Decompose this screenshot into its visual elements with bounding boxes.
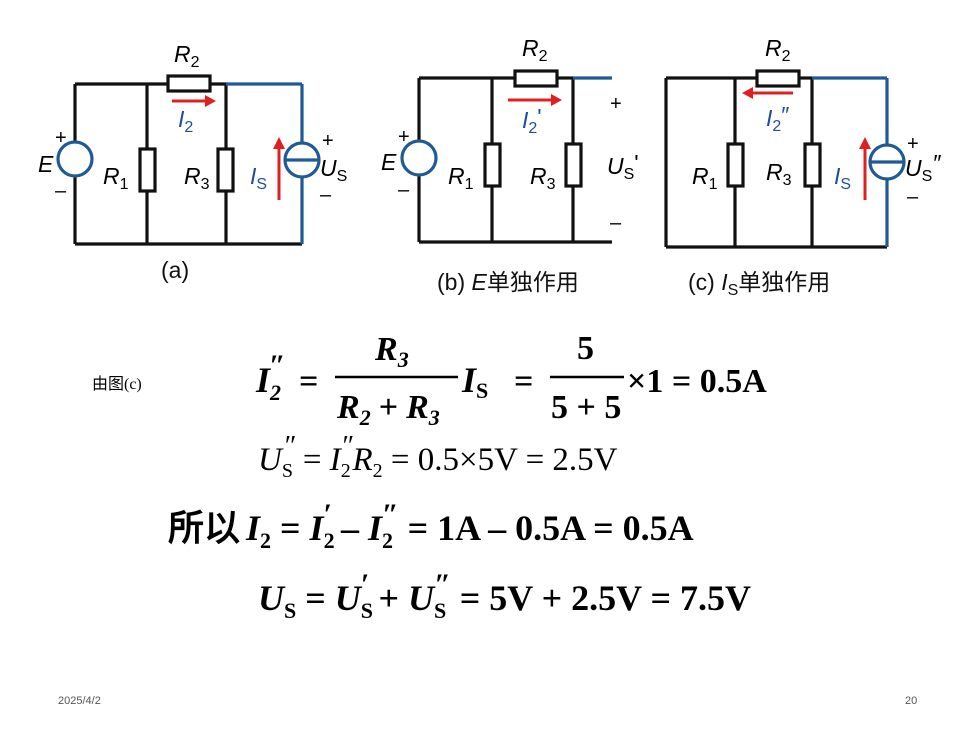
equation-2: US″ = I2″R2 = 0.5×5V = 2.5V <box>258 431 618 482</box>
label-i2: I2 <box>178 106 193 136</box>
caption-b: (b) E单独作用 <box>437 269 579 295</box>
minus-left: – <box>55 180 67 202</box>
footer-page-number: 20 <box>905 695 918 707</box>
equation-4: US = US′ + US″ = 5V + 2.5V = 7.5V <box>258 568 751 623</box>
eq1-equals: = <box>299 363 318 400</box>
circuit-b: R2 I2' R1 R3 E + – + US' – (b) E单独作用 <box>381 35 639 295</box>
eq1-equals-2: = <box>514 363 533 400</box>
plus-right: + <box>322 130 334 152</box>
label-r1: R1 <box>448 163 474 193</box>
equations: 由图(c) I2″ = R3 R2+R3 IS = 5 5 + 5 ×1 = 0… <box>92 330 767 623</box>
label-i2-double-prime: I2″ <box>766 102 789 135</box>
label-us: US <box>320 155 347 185</box>
minus-right: – <box>907 186 919 208</box>
plus-right: + <box>907 133 919 155</box>
label-is: IS <box>834 163 851 193</box>
label-r3: R3 <box>530 163 556 193</box>
voltage-source-e <box>56 140 94 178</box>
caption-a: (a) <box>161 257 189 283</box>
label-i2-prime: I2' <box>522 104 542 137</box>
eq1-lhs: I2″ <box>255 349 286 405</box>
eq1-tail: ×1 = 0.5A <box>627 363 767 400</box>
eq1-frac2-num: 5 <box>577 330 594 367</box>
eq1-frac2-den: 5 + 5 <box>551 389 621 426</box>
eq1-is: IS <box>461 360 488 403</box>
eq1-frac1-den: R2+R3 <box>336 389 440 430</box>
minus-left: – <box>398 179 410 201</box>
caption-c: (c) IS单独作用 <box>688 269 830 299</box>
minus-right: – <box>320 184 332 206</box>
label-us-double-prime: US″ <box>905 150 941 185</box>
label-r3: R3 <box>766 159 792 189</box>
label-r1: R1 <box>103 163 129 193</box>
label-r2: R2 <box>522 35 548 65</box>
label-r3: R3 <box>184 163 210 193</box>
voltage-source-e <box>400 139 438 177</box>
plus-left: + <box>55 127 67 149</box>
circuit-c: R2 I2″ R1 R3 IS + US″ – (c) IS单独作用 <box>664 35 941 299</box>
plus-left: + <box>398 126 410 148</box>
footer-date: 2025/4/2 <box>58 695 101 707</box>
circuit-a: R2 I2 R1 R3 E + – IS + US – (a) <box>38 41 347 283</box>
label-r2: R2 <box>765 35 791 65</box>
from-figure-c-label: 由图(c) <box>92 375 142 393</box>
label-us-prime: US' <box>607 150 639 183</box>
minus-right: – <box>610 212 622 234</box>
label-is: IS <box>250 163 267 193</box>
equation-1: I2″ = R3 R2+R3 IS = 5 5 + 5 ×1 = 0.5A <box>255 330 767 430</box>
plus-right: + <box>610 93 622 115</box>
label-e: E <box>38 151 54 177</box>
label-r1: R1 <box>692 163 718 193</box>
label-e: E <box>381 149 397 175</box>
label-r2: R2 <box>174 41 200 71</box>
eq1-frac1-num: R3 <box>374 331 409 372</box>
